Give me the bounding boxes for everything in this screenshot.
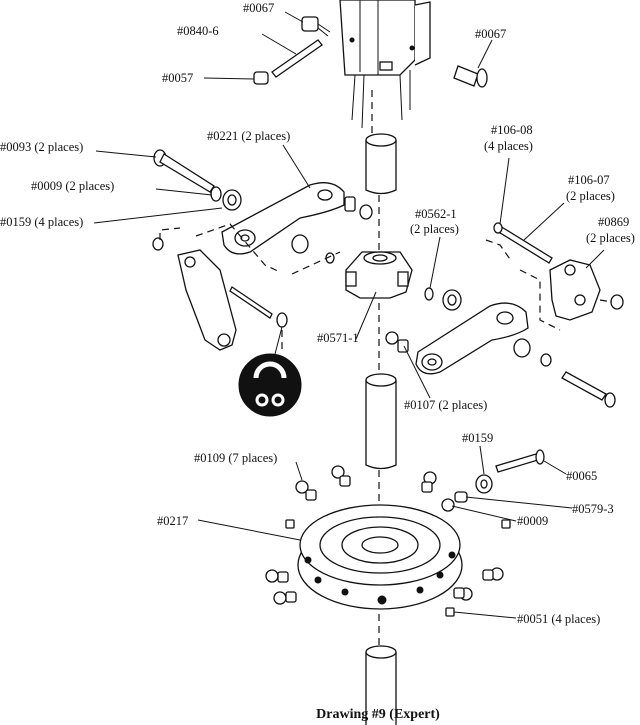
- label-0109: #0109 (7 places): [194, 451, 277, 465]
- bellcrank-left: [152, 237, 288, 351]
- part-labels: #0067 #0840-6 #0057 #0067 #0093 (2 place…: [0, 1, 635, 626]
- bushing-0057: [253, 71, 269, 85]
- label-0009-left: #0009 (2 places): [31, 179, 114, 193]
- bolt-0067-right: [453, 65, 488, 88]
- label-0579-3: #0579-3: [572, 502, 614, 516]
- lower-shaft: [365, 373, 397, 470]
- pin-0840-6: [271, 39, 323, 78]
- guide-lines-right: [485, 239, 613, 331]
- bottom-shaft: [365, 645, 397, 725]
- bolt-0067-top: [301, 16, 331, 37]
- ball-links-0109: [265, 465, 511, 617]
- label-0869-places: (2 places): [586, 231, 635, 245]
- label-0562-1: #0562-1: [415, 207, 457, 221]
- label-0065: #0065: [566, 469, 597, 483]
- label-0221: #0221 (2 places): [207, 129, 290, 143]
- clip-detail-inset: [238, 326, 302, 417]
- bolt-0065-right-lower: [561, 371, 616, 408]
- label-0057: #0057: [162, 71, 193, 85]
- bolt-0093: [153, 149, 215, 193]
- label-0562-1-places: (2 places): [410, 222, 459, 236]
- pin-106-07: [493, 222, 553, 264]
- label-0840-6: #0840-6: [177, 24, 219, 38]
- label-106-08-places: (4 places): [484, 139, 533, 153]
- label-0159-right: #0159: [462, 431, 493, 445]
- label-0009-right: #0009: [517, 514, 548, 528]
- arm-0221-left: [221, 182, 373, 255]
- bearings-right: [424, 287, 624, 367]
- mast-block: [339, 0, 431, 129]
- label-0093: #0093 (2 places): [0, 140, 83, 154]
- label-106-07-places: (2 places): [566, 189, 615, 203]
- swashplate-0217: [297, 504, 463, 610]
- ball-link-0107: [385, 331, 409, 353]
- label-0571-1: #0571-1: [317, 331, 359, 345]
- hardware-right-lower: [441, 449, 545, 512]
- drawing-caption: Drawing #9 (Expert): [316, 707, 440, 722]
- guide-lines-left: [159, 223, 341, 350]
- label-106-07: #106-07: [568, 173, 610, 187]
- label-0107: #0107 (2 places): [404, 398, 487, 412]
- bearings-left: [210, 186, 335, 264]
- label-0159-left: #0159 (4 places): [0, 215, 83, 229]
- hub-0571-1: [345, 251, 413, 299]
- leader-lines: [93, 11, 605, 619]
- label-0051: #0051 (4 places): [517, 612, 600, 626]
- label-0067-right: #0067: [475, 27, 506, 41]
- label-0217: #0217: [157, 514, 188, 528]
- upper-shaft: [365, 133, 397, 195]
- label-0869: #0869: [598, 215, 629, 229]
- label-0067-top: #0067: [243, 1, 274, 15]
- bellcrank-0869: [549, 259, 601, 321]
- label-106-08: #106-08: [491, 123, 533, 137]
- arm-0221-right: [415, 302, 529, 375]
